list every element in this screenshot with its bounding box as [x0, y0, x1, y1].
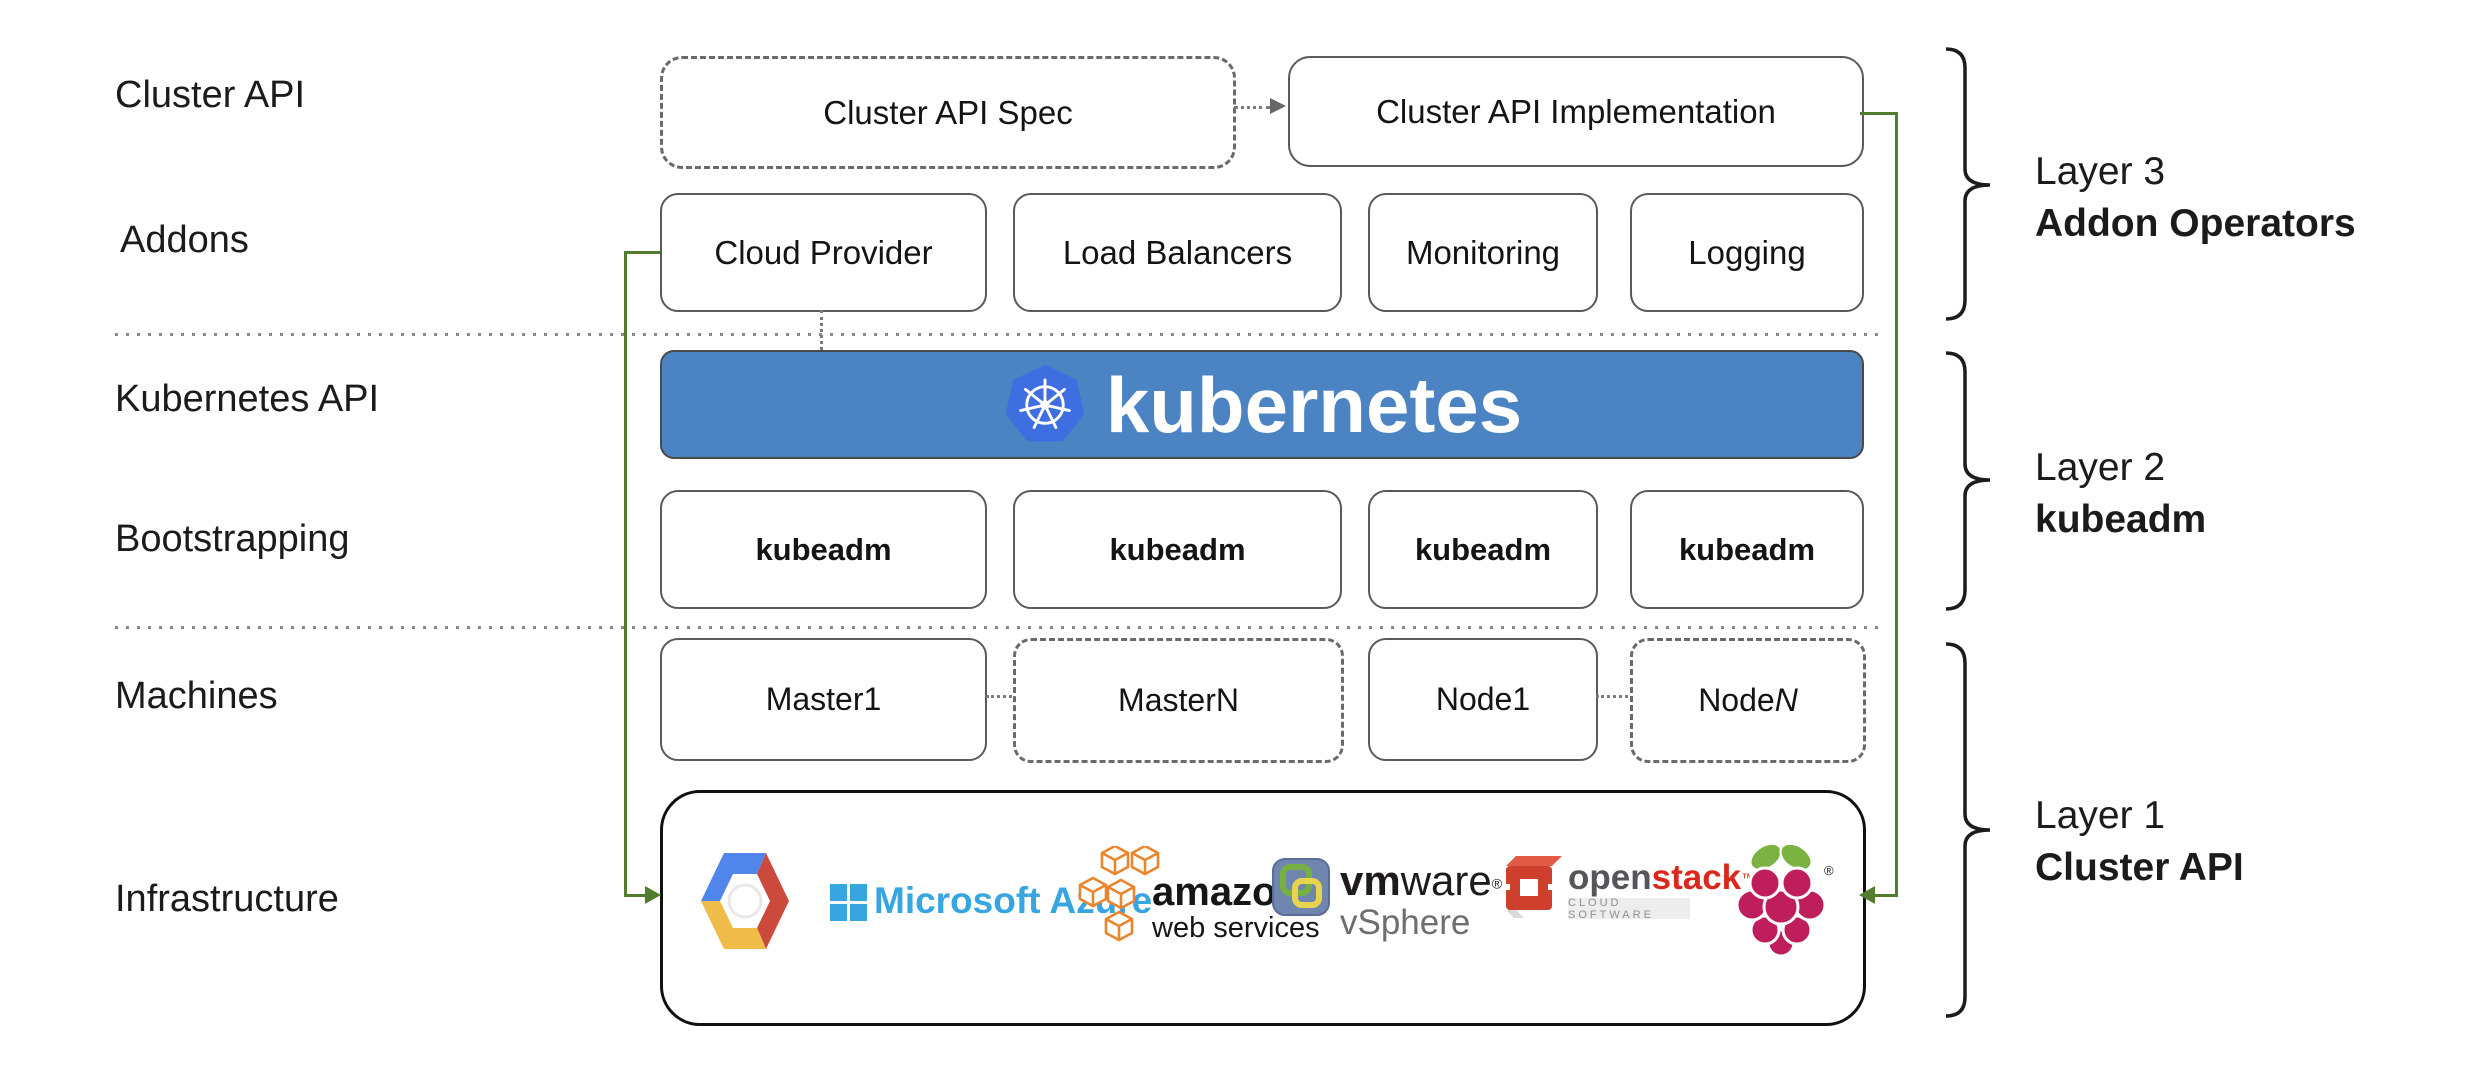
- vmware-label-ware: ware: [1400, 857, 1492, 904]
- kubernetes-banner: kubernetes: [660, 350, 1864, 459]
- machine-label: Master: [765, 681, 864, 717]
- machine-box-master-n: Master N: [1013, 638, 1344, 763]
- openstack-label-stack: stack: [1651, 858, 1742, 897]
- dotted-separator-top: [115, 333, 1878, 336]
- green-line-left-bottom: [624, 894, 648, 897]
- machine-box-node-n: Node N: [1630, 638, 1866, 763]
- kubeadm-box-1: kubeadm: [660, 490, 987, 609]
- addon-box-logging: Logging: [1630, 193, 1864, 312]
- machine-box-master-1: Master 1: [660, 638, 987, 761]
- vmware-label-vm: vm: [1340, 857, 1401, 904]
- green-arrow-right-icon: [645, 886, 661, 904]
- machine-label: Node: [1435, 681, 1513, 717]
- google-cloud-icon: [697, 845, 793, 957]
- cluster-api-implementation-box: Cluster API Implementation: [1288, 56, 1864, 167]
- machine-label: Node: [1698, 682, 1775, 718]
- layer2-subtitle: kubeadm: [2035, 498, 2207, 541]
- machine-label-n: 1: [863, 681, 882, 717]
- registered-mark: ®: [1491, 875, 1503, 892]
- kubeadm-box-4: kubeadm: [1630, 490, 1864, 609]
- openstack-label: openstack™: [1568, 860, 1754, 895]
- vmware-label: vmware® vSphere: [1340, 857, 1503, 942]
- green-line-right-top: [1860, 112, 1898, 115]
- vmware-vsphere-icon: [1272, 858, 1330, 916]
- cluster-api-spec-box: Cluster API Spec: [660, 56, 1236, 169]
- row-label-cluster-api: Cluster API: [115, 74, 306, 116]
- machine-label: Master: [1118, 682, 1216, 718]
- spec-to-implementation-connector: [1234, 106, 1270, 109]
- openstack-subtitle: CLOUD SOFTWARE: [1568, 897, 1690, 921]
- addon-box-monitoring: Monitoring: [1368, 193, 1598, 312]
- row-label-addons: Addons: [120, 219, 249, 261]
- layer1-bracket: [1945, 642, 1991, 1018]
- aws-icon: [1078, 846, 1160, 946]
- row-label-kubernetes-api: Kubernetes API: [115, 378, 380, 420]
- openstack-icon: [1500, 852, 1564, 922]
- kubeadm-box-2: kubeadm: [1013, 490, 1342, 609]
- kubeadm-box-3: kubeadm: [1368, 490, 1598, 609]
- layer3-subtitle: Addon Operators: [2035, 202, 2356, 245]
- green-line-left-vertical: [624, 251, 627, 897]
- addon-box-load-balancers: Load Balancers: [1013, 193, 1342, 312]
- machine-label-n: 1: [1512, 681, 1531, 717]
- microsoft-azure-icon: [830, 884, 867, 921]
- aws-label-webservices: web services: [1152, 912, 1320, 944]
- addon-box-cloud-provider: Cloud Provider: [660, 193, 987, 312]
- raspberry-pi-icon: ®: [1732, 835, 1836, 969]
- dotted-separator-bottom: [115, 626, 1878, 629]
- row-label-infrastructure: Infrastructure: [115, 878, 339, 920]
- row-label-machines: Machines: [115, 675, 278, 717]
- registered-mark: ®: [1824, 863, 1834, 878]
- node1-to-nodeN-connector: [1596, 695, 1628, 698]
- layer3-bracket: [1945, 47, 1991, 321]
- layer1-subtitle: Cluster API: [2035, 846, 2244, 889]
- layer2-bracket: [1945, 351, 1991, 611]
- kubernetes-wordmark: kubernetes: [1105, 360, 1523, 449]
- cloud-provider-to-kubernetes-connector: [820, 310, 823, 350]
- row-label-bootstrapping: Bootstrapping: [115, 518, 350, 560]
- arrow-right-icon: [1270, 98, 1286, 114]
- layer3-title: Layer 3: [2035, 150, 2166, 193]
- green-arrow-left-icon: [1859, 886, 1875, 904]
- layer1-title: Layer 1: [2035, 794, 2166, 837]
- vsphere-label: vSphere: [1340, 903, 1471, 942]
- layer2-title: Layer 2: [2035, 446, 2166, 489]
- green-line-left-top: [624, 251, 660, 254]
- openstack-label-open: open: [1568, 858, 1652, 897]
- machine-label-n: N: [1215, 682, 1239, 718]
- master1-to-masterN-connector: [986, 695, 1012, 698]
- machine-box-node-1: Node 1: [1368, 638, 1598, 761]
- green-line-right-vertical: [1895, 112, 1898, 897]
- machine-label-n: N: [1774, 682, 1798, 718]
- kubernetes-wheel-icon: [1002, 355, 1088, 455]
- green-line-right-bottom: [1874, 894, 1898, 897]
